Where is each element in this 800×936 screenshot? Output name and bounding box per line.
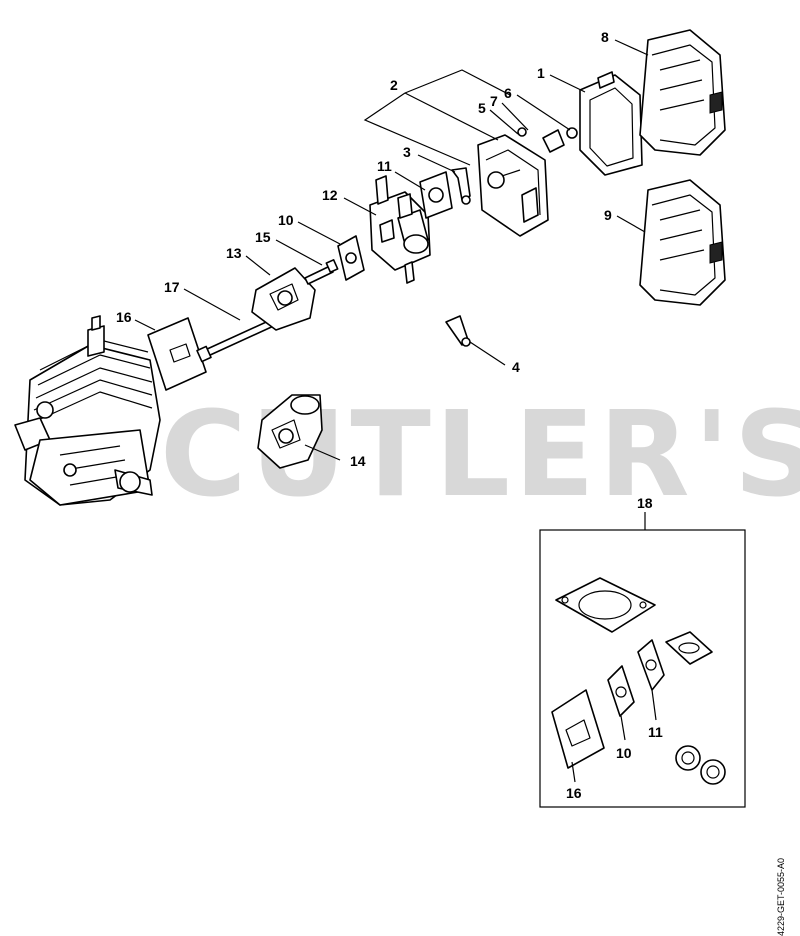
callout-6: 6 [504,85,512,101]
drawing-code: 4229-GET-0055-A0 [776,857,786,936]
part-16-gasket-plate [147,317,207,391]
kit-box [539,529,746,808]
callout-18: 18 [637,495,653,511]
part-18-gasket-kit: 18 [539,495,746,808]
callout-16: 16 [116,309,132,325]
callout-17: 17 [164,279,180,295]
part-6-nut [566,127,578,139]
callout-2: 2 [390,77,398,93]
kit-callout-11: 11 [648,724,663,740]
callout-7: 7 [490,93,498,109]
callout-11: 11 [377,158,392,174]
engine-block [14,315,161,506]
part-13-intake-flange [251,267,316,331]
kit-seals [675,745,726,785]
part-14-intake-flange [257,394,323,469]
part-3-choke-lever [451,167,471,205]
part-15-screw [304,259,339,285]
part-8-cover [639,29,726,156]
part-2-filter-housing [477,134,549,237]
kit-callout-16: 16 [566,785,582,801]
callout-14: 14 [350,453,366,469]
kit-plate-16 [551,689,605,769]
part-4-lever [445,315,471,347]
leader-lines [134,39,649,461]
kit-gasket-10 [607,665,635,717]
callout-13: 13 [226,245,242,261]
part-1-filter-element [579,71,643,176]
callout-3: 3 [403,144,411,160]
kit-base-gasket [555,577,656,633]
part-11-gasket [419,171,453,219]
part-7-clip [542,129,565,153]
callout-15: 15 [255,229,271,245]
part-5-washer [517,127,527,137]
callout-4: 4 [512,359,520,375]
callout-8: 8 [601,29,609,45]
part-10-gasket [337,235,365,281]
part-12-carburetor [369,175,431,284]
kit-gasket-11 [637,639,665,691]
part-9-cover [639,179,726,306]
callout-9: 9 [604,207,612,223]
kit-small-gasket [665,631,713,665]
callout-12: 12 [322,187,338,203]
watermark: CUTLER'S [160,385,800,523]
callout-5: 5 [478,100,486,116]
callout-10: 10 [278,212,294,228]
part-17-screw [196,317,279,363]
callout-1: 1 [537,65,545,81]
kit-callout-10: 10 [616,745,632,761]
